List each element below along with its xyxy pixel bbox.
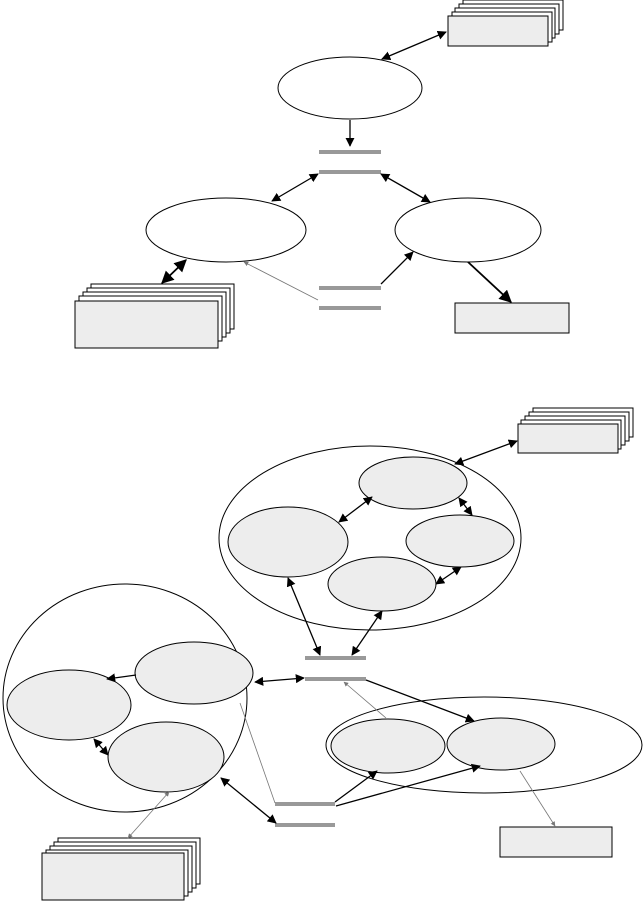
edge-lowerstore-right: [380, 251, 414, 285]
cluster-top-node-4: [327, 556, 437, 612]
external-box-top: [447, 15, 549, 47]
edge-store-rightn1: [343, 681, 387, 719]
edge-store-leftn1: [254, 674, 305, 686]
external-stack-bottom-left: [41, 837, 201, 901]
edge-topcluster-external: [454, 439, 518, 466]
edge-topn2-store: [286, 577, 322, 656]
cluster-top-node-1: [358, 456, 468, 510]
right-box: [454, 302, 570, 334]
datastore-bottom-lower: [275, 802, 335, 827]
edge-lowerstore-rightn1: [334, 770, 378, 803]
external-stack-left: [74, 283, 235, 349]
bottom-section: [2, 407, 643, 901]
cluster-top-node-2: [227, 506, 349, 578]
edge-left-n1-n2: [106, 673, 137, 683]
cluster-right-node-2: [446, 717, 556, 771]
edge-top-n1-n2: [338, 496, 373, 523]
datastore-bottom-center: [305, 656, 366, 681]
cluster-top-node-3: [405, 514, 515, 568]
edge-store-right: [380, 173, 431, 203]
edge-lowerstore-leftn3: [220, 777, 277, 824]
edge-central-external: [381, 30, 447, 61]
edge-left-stack: [161, 259, 187, 284]
external-box-bottom-left: [41, 852, 185, 901]
external-box-bottom-top: [517, 423, 619, 454]
edge-right-box: [467, 261, 512, 303]
external-box-left: [74, 300, 219, 349]
cluster-left-node-2: [6, 669, 132, 741]
right-node: [394, 197, 542, 263]
central-node: [277, 56, 423, 120]
edge-top-n3-n4: [435, 566, 462, 585]
edge-left-n2-n3: [93, 738, 109, 756]
external-stack-top: [447, 0, 564, 47]
cluster-left-node-3: [107, 721, 225, 793]
edge-lowerstore-left: [243, 261, 319, 301]
cluster-left-node-1: [134, 641, 254, 705]
external-stack-bottom-top: [517, 407, 634, 454]
edge-store-rightn2: [365, 679, 475, 723]
edge-leftn3-stack: [127, 791, 170, 839]
left-node: [145, 197, 307, 263]
edge-rightn2-box: [519, 770, 556, 827]
edge-top-n1-n3: [458, 497, 473, 516]
edge-lowerstore-leftn1: [239, 702, 276, 804]
cluster-right-node-1: [330, 718, 446, 774]
edge-store-left: [271, 173, 319, 202]
right-box-bottom: [499, 826, 613, 858]
datastore-lower: [319, 286, 381, 310]
edge-lowerstore-rightn2: [335, 763, 481, 807]
datastore-top: [319, 150, 381, 174]
edge-topn4-store: [351, 610, 383, 656]
top-section: [74, 0, 570, 349]
